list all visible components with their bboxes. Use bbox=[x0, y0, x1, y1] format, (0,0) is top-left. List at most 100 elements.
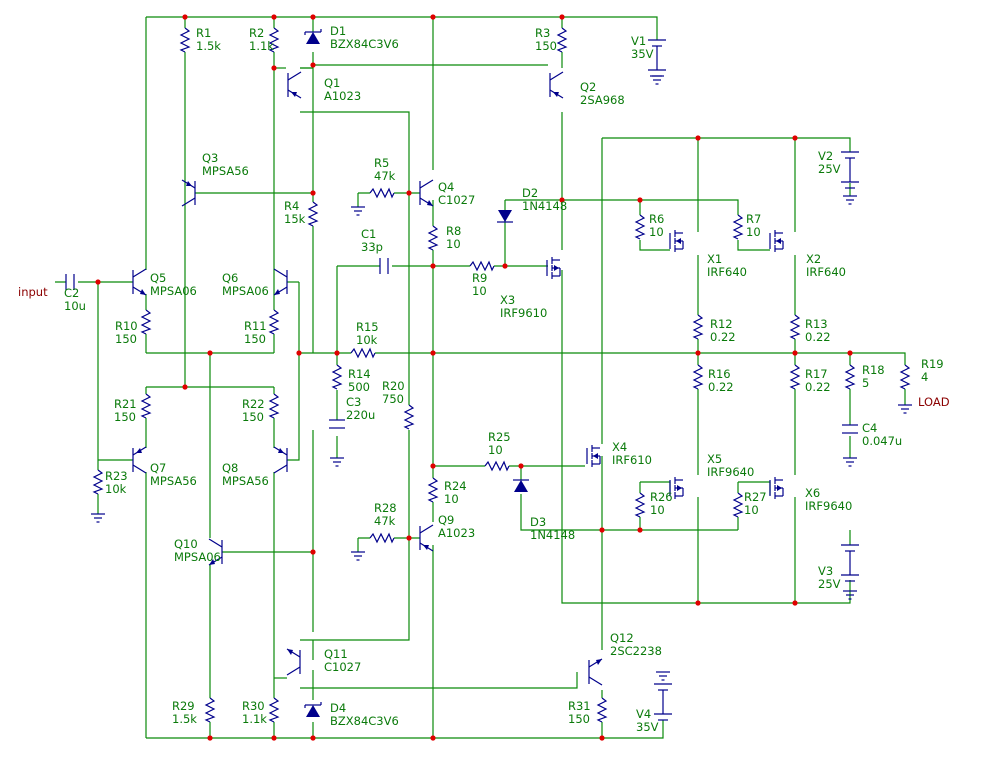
label-r16-ref: R16 bbox=[708, 367, 731, 381]
label-r2-ref: R2 bbox=[249, 26, 264, 40]
resistor-r19 bbox=[899, 364, 911, 390]
label-q2-value: 2SA968 bbox=[580, 93, 625, 107]
label-x6-ref: X6 bbox=[805, 486, 820, 500]
label-q12-ref: Q12 bbox=[610, 631, 634, 645]
ground-symbol bbox=[330, 457, 344, 467]
label-r19-value: 4 bbox=[921, 370, 928, 384]
label-r29-value: 1.5k bbox=[172, 712, 197, 726]
label-q8-ref: Q8 bbox=[222, 461, 238, 475]
label-r19-ref: R19 bbox=[921, 357, 944, 371]
label-r14-ref: R14 bbox=[348, 367, 371, 381]
junction-dot bbox=[637, 527, 643, 533]
label-x2-ref: X2 bbox=[806, 252, 821, 266]
resistor-r24 bbox=[427, 477, 439, 503]
label-v4-value: 35V bbox=[636, 720, 659, 734]
label-d4-value: BZX84C3V6 bbox=[330, 714, 399, 728]
label-d3-ref: D3 bbox=[530, 515, 546, 529]
junction-dot bbox=[792, 135, 798, 141]
label-r9-ref: R9 bbox=[472, 271, 487, 285]
label-r28-ref: R28 bbox=[374, 501, 397, 515]
label-x2-value: IRF640 bbox=[806, 265, 846, 279]
transistor-q9 bbox=[419, 524, 434, 552]
transistor-q5 bbox=[132, 268, 147, 296]
label-r11-value: 150 bbox=[244, 332, 266, 346]
resistor-r20 bbox=[403, 404, 415, 430]
label-q5-value: MPSA06 bbox=[150, 284, 197, 298]
label-c3-ref: C3 bbox=[346, 395, 361, 409]
label-c2-ref: C2 bbox=[64, 286, 79, 300]
resistor-r8 bbox=[427, 225, 439, 251]
ground-symbol bbox=[91, 513, 105, 523]
ground-symbol bbox=[650, 75, 664, 85]
label-r3-value: 150 bbox=[535, 39, 557, 53]
label-q3-ref: Q3 bbox=[202, 151, 218, 165]
mosfet-x5 bbox=[669, 477, 684, 499]
label-r10-value: 150 bbox=[115, 332, 137, 346]
label-r24-ref: R24 bbox=[444, 479, 467, 493]
label-r2-value: 1.1k bbox=[249, 39, 274, 53]
label-q10-value: MPSA06 bbox=[174, 550, 221, 564]
label-r25-value: 10 bbox=[488, 443, 503, 457]
label-r29-ref: R29 bbox=[172, 699, 195, 713]
resistor-r25 bbox=[484, 460, 510, 472]
capacitor-c4 bbox=[842, 424, 858, 434]
junction-dot bbox=[271, 14, 277, 20]
junction-dot bbox=[599, 527, 605, 533]
junction-dot bbox=[430, 350, 436, 356]
label-r23-ref: R23 bbox=[105, 469, 128, 483]
label-q6-ref: Q6 bbox=[222, 271, 238, 285]
junction-dot bbox=[559, 197, 565, 203]
label-v2-value: 25V bbox=[818, 162, 841, 176]
label-q12-value: 2SC2238 bbox=[610, 644, 662, 658]
resistor-r23 bbox=[92, 469, 104, 495]
source-v2 bbox=[841, 151, 859, 189]
junction-dot bbox=[430, 463, 436, 469]
resistor-r27 bbox=[732, 492, 744, 518]
label-q1-value: A1023 bbox=[324, 89, 361, 103]
label-r1-ref: R1 bbox=[196, 26, 211, 40]
junction-dot bbox=[182, 14, 188, 20]
label-r25-ref: R25 bbox=[488, 430, 511, 444]
resistor-r11 bbox=[268, 309, 280, 335]
label-r15-ref: R15 bbox=[356, 320, 379, 334]
label-q7-value: MPSA56 bbox=[150, 474, 197, 488]
label-x3-value: IRF9610 bbox=[500, 306, 547, 320]
label-r21-value: 150 bbox=[114, 410, 136, 424]
ground-symbol bbox=[843, 590, 857, 600]
capacitor-c2 bbox=[65, 274, 75, 290]
junction-dot bbox=[599, 735, 605, 741]
label-r18-value: 5 bbox=[862, 376, 869, 390]
junction-dot bbox=[792, 600, 798, 606]
zener-d4 bbox=[304, 702, 322, 717]
wires bbox=[55, 16, 906, 739]
transistor-q11 bbox=[286, 648, 301, 676]
transistor-q3 bbox=[181, 179, 196, 207]
junction-dot bbox=[406, 535, 412, 541]
junction-dot bbox=[430, 263, 436, 269]
label-q2-ref: Q2 bbox=[580, 80, 596, 94]
label-r23-value: 10k bbox=[105, 482, 127, 496]
junction-dot bbox=[559, 14, 565, 20]
label-r31-ref: R31 bbox=[568, 699, 591, 713]
mosfet-x1 bbox=[669, 230, 684, 252]
label-d1-value: BZX84C3V6 bbox=[330, 37, 399, 51]
mosfet-x6 bbox=[769, 477, 784, 499]
label-r18-ref: R18 bbox=[862, 363, 885, 377]
label-c4-value: 0.047u bbox=[862, 434, 902, 448]
label-r16-value: 0.22 bbox=[708, 380, 734, 394]
transistor-q1 bbox=[287, 71, 302, 99]
label-r20-ref: R20 bbox=[382, 379, 405, 393]
junction-dot bbox=[792, 350, 798, 356]
label-v3-ref: V3 bbox=[818, 564, 833, 578]
mosfet-x4 bbox=[586, 445, 601, 467]
label-r6-ref: R6 bbox=[649, 212, 664, 226]
label-r14-value: 500 bbox=[348, 380, 370, 394]
resistor-r1 bbox=[179, 27, 191, 53]
junction-dot bbox=[502, 263, 508, 269]
label-x4-value: IRF610 bbox=[612, 453, 652, 467]
label-r27-value: 10 bbox=[744, 503, 759, 517]
resistor-r14 bbox=[331, 364, 343, 390]
label-r8-ref: R8 bbox=[446, 224, 461, 238]
transistor-q8 bbox=[273, 446, 288, 474]
